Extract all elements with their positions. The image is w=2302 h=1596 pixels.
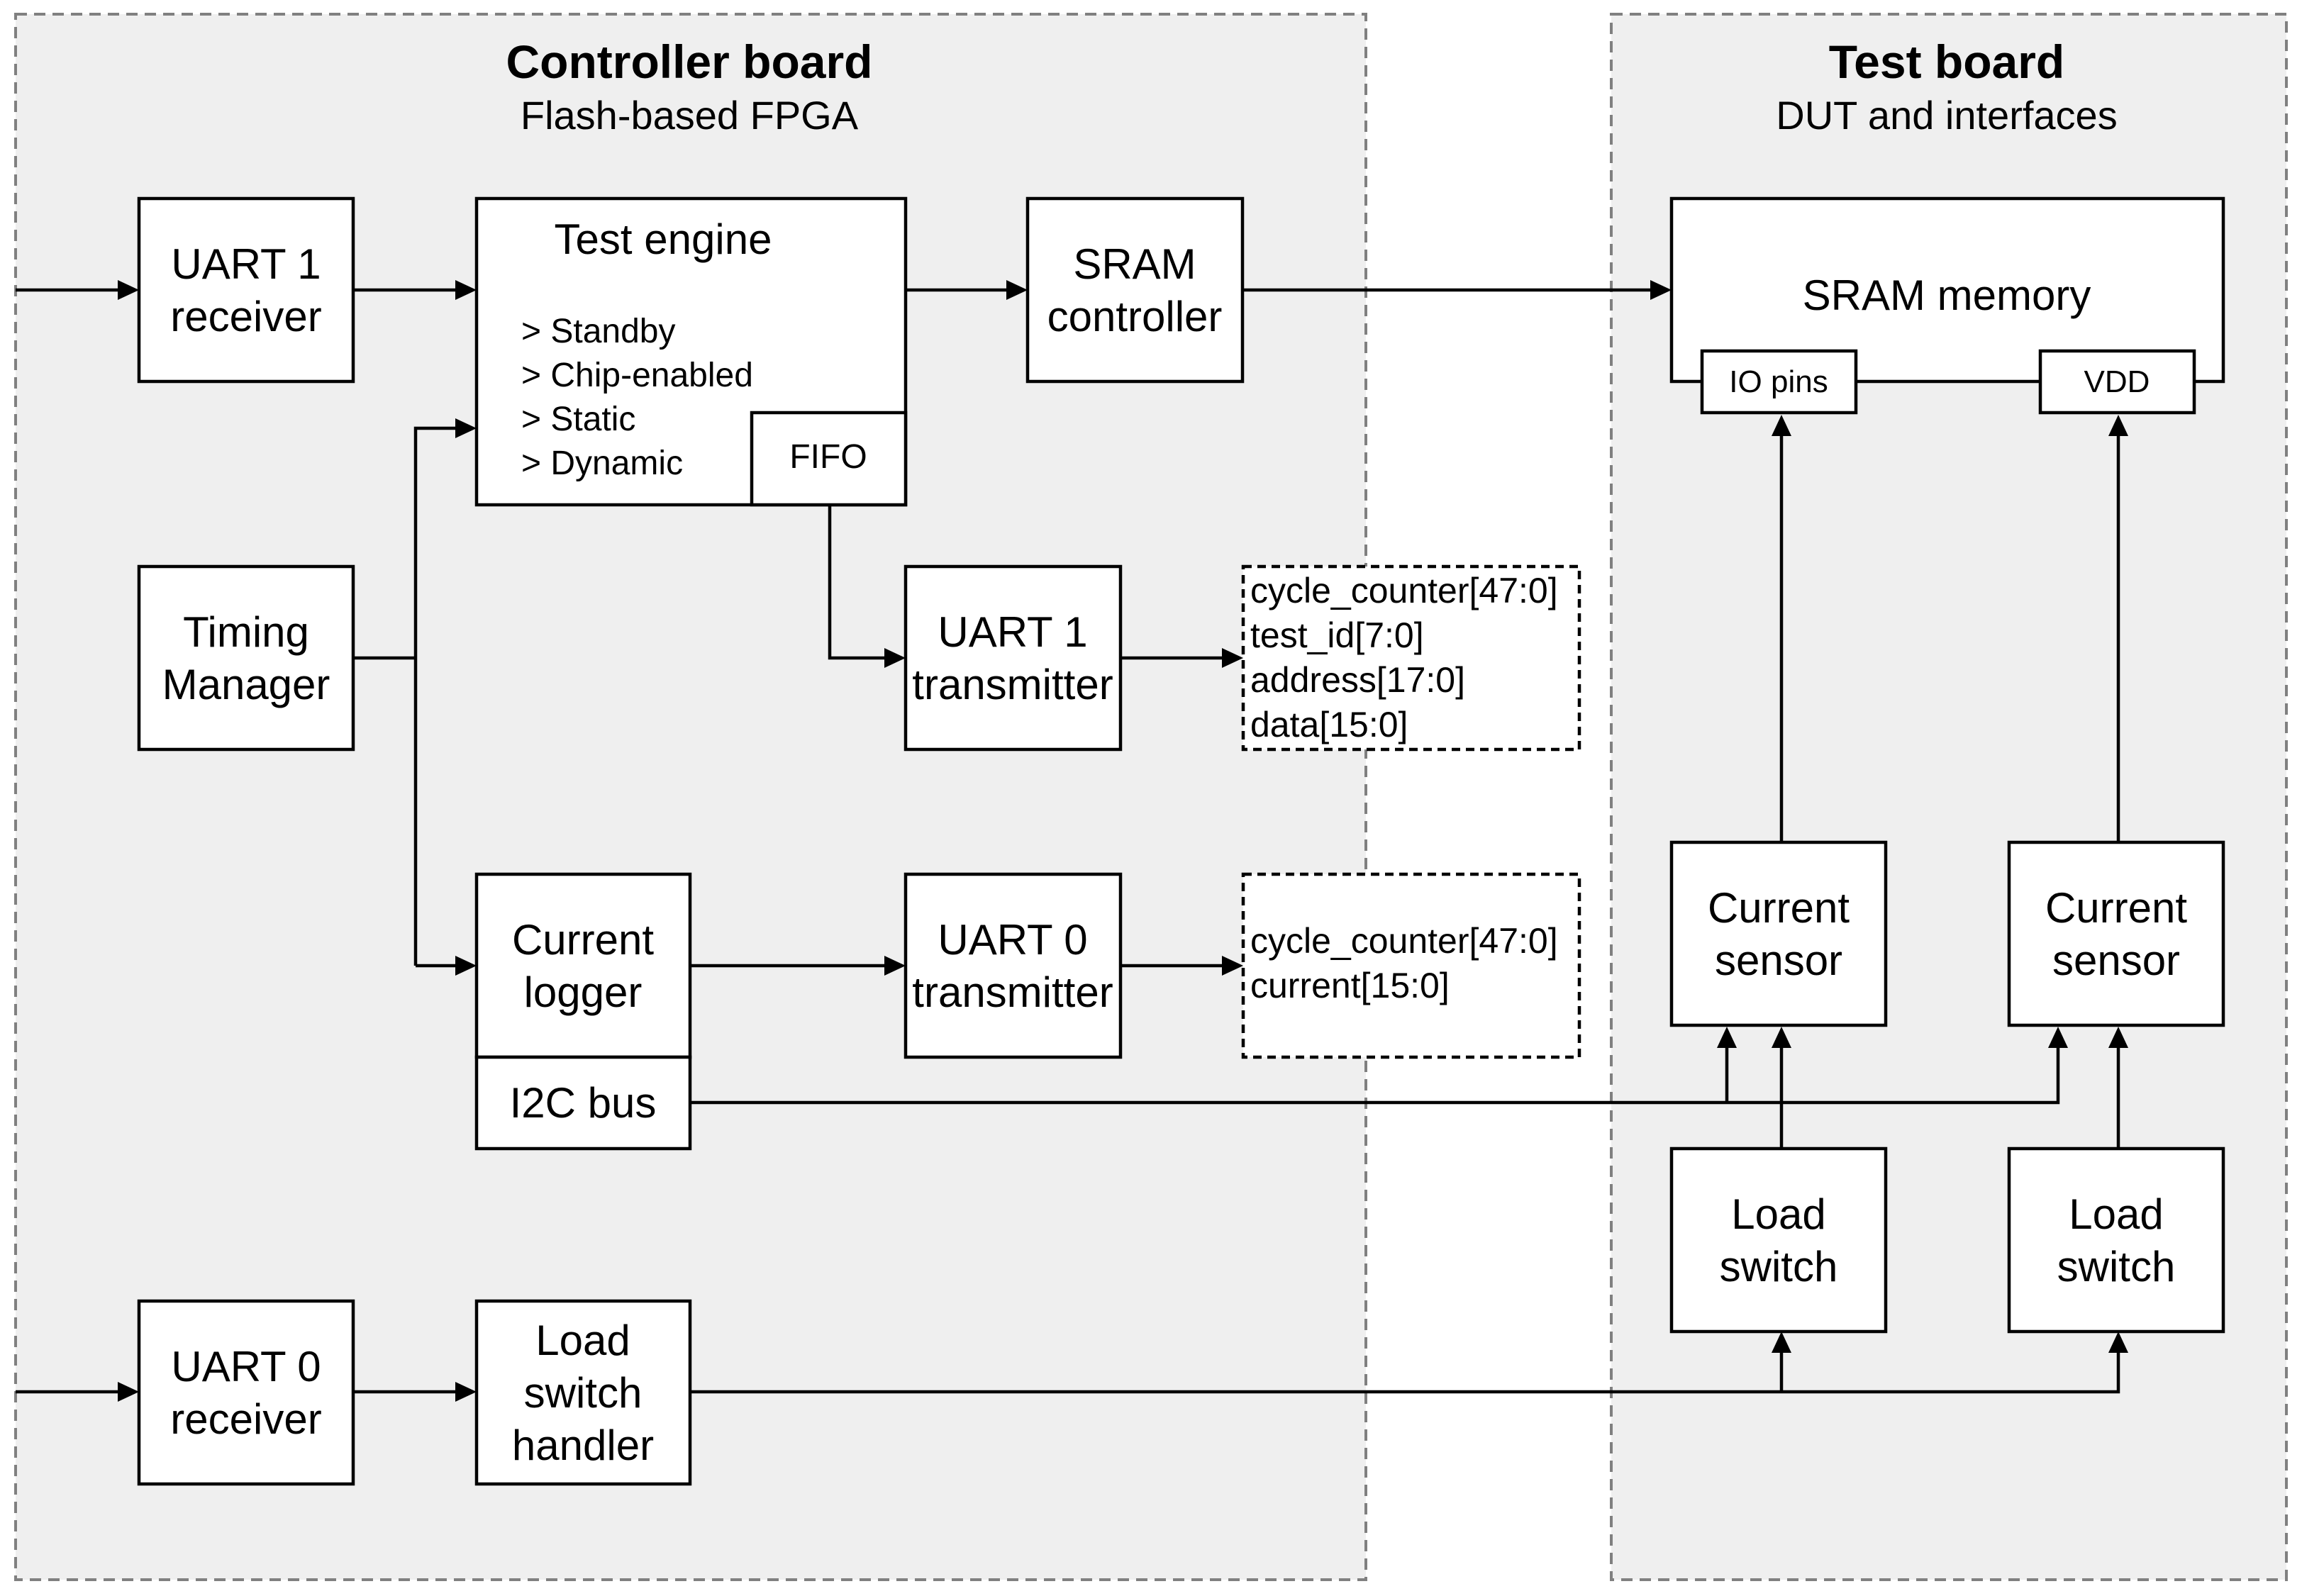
timing-manager-block: Timing Manager bbox=[137, 564, 355, 752]
uart0-output-fields: cycle_counter[47:0] current[15:0] bbox=[1241, 872, 1581, 1059]
current-logger-line1: Current bbox=[512, 916, 654, 964]
test-board-title: Test board bbox=[1829, 35, 2064, 88]
io-pins-label: IO pins bbox=[1729, 364, 1828, 399]
test-engine-mode-standby: > Standby bbox=[521, 313, 676, 350]
uart0-field-current: current[15:0] bbox=[1250, 966, 1450, 1005]
vdd-label: VDD bbox=[2084, 364, 2150, 399]
uart0-receiver-line1: UART 0 bbox=[171, 1343, 321, 1390]
uart1-receiver-line2: receiver bbox=[170, 293, 321, 340]
uart1-transmitter-line1: UART 1 bbox=[938, 608, 1087, 656]
test-engine-mode-chip-enabled: > Chip-enabled bbox=[521, 357, 753, 394]
load-switch-right-line2: switch bbox=[2057, 1243, 2176, 1290]
load-switch-right-line1: Load bbox=[2069, 1190, 2163, 1238]
sram-memory-title: SRAM memory bbox=[1803, 272, 2091, 319]
io-pins-block bbox=[1700, 349, 1858, 415]
current-sensor-left-block: Current sensor bbox=[1669, 840, 1888, 1027]
uart1-field-address: address[17:0] bbox=[1250, 660, 1465, 700]
current-sensor-right-block: Current sensor bbox=[2007, 840, 2225, 1027]
fifo-block bbox=[750, 411, 908, 507]
uart0-transmitter-block: UART 0 transmitter bbox=[903, 872, 1123, 1059]
current-sensor-right-line1: Current bbox=[2045, 884, 2187, 932]
i2c-bus-label: I2C bus bbox=[510, 1079, 657, 1127]
uart1-output-fields: cycle_counter[47:0] test_id[7:0] address… bbox=[1241, 564, 1581, 752]
load-switch-left-line2: switch bbox=[1720, 1243, 1838, 1290]
load-switch-handler-line2: switch bbox=[524, 1369, 643, 1417]
current-logger-line2: logger bbox=[524, 969, 643, 1016]
current-sensor-left-line2: sensor bbox=[1715, 937, 1842, 984]
load-switch-handler-block: Load switch handler bbox=[474, 1299, 692, 1486]
uart0-transmitter-line2: transmitter bbox=[912, 969, 1113, 1016]
test-board-subtitle: DUT and interfaces bbox=[1776, 93, 2117, 138]
timing-manager-line2: Manager bbox=[162, 661, 330, 708]
sram-memory-block: SRAM memory IO pins VDD bbox=[1669, 196, 2225, 415]
load-switch-right-block: Load switch bbox=[2007, 1146, 2225, 1334]
sram-controller-block: SRAM controller bbox=[1025, 196, 1245, 384]
sram-controller-line2: controller bbox=[1047, 293, 1223, 340]
load-switch-left-block: Load switch bbox=[1669, 1146, 1888, 1334]
connections bbox=[16, 280, 2128, 1402]
load-switch-left-line1: Load bbox=[1731, 1190, 1825, 1238]
uart1-field-data: data[15:0] bbox=[1250, 705, 1408, 744]
current-sensor-left-line1: Current bbox=[1708, 884, 1850, 932]
test-engine-title: Test engine bbox=[555, 216, 772, 263]
test-engine-block: Test engine > Standby > Chip-enabled > S… bbox=[474, 196, 908, 507]
test-engine-mode-static: > Static bbox=[521, 401, 635, 438]
uart1-field-test-id: test_id[7:0] bbox=[1250, 615, 1424, 655]
uart0-transmitter-line1: UART 0 bbox=[938, 916, 1087, 964]
uart1-receiver-block: UART 1 receiver bbox=[137, 196, 355, 384]
i2c-bus-block bbox=[474, 1055, 692, 1151]
uart1-field-cycle-counter: cycle_counter[47:0] bbox=[1250, 571, 1558, 610]
sram-controller-line1: SRAM bbox=[1073, 240, 1196, 288]
uart0-receiver-line2: receiver bbox=[170, 1395, 321, 1443]
test-engine-mode-dynamic: > Dynamic bbox=[521, 445, 683, 482]
current-logger-block: Current logger I2C bus bbox=[474, 872, 692, 1151]
fifo-label: FIFO bbox=[789, 438, 867, 476]
vdd-block bbox=[2038, 349, 2196, 415]
controller-board-title: Controller board bbox=[506, 35, 872, 88]
load-switch-handler-line3: handler bbox=[512, 1422, 654, 1469]
uart1-transmitter-line2: transmitter bbox=[912, 661, 1113, 708]
controller-board-subtitle: Flash-based FPGA bbox=[521, 93, 859, 138]
uart0-receiver-block: UART 0 receiver bbox=[137, 1299, 355, 1486]
timing-manager-line1: Timing bbox=[183, 608, 309, 656]
uart1-transmitter-block: UART 1 transmitter bbox=[903, 564, 1123, 752]
uart1-receiver-line1: UART 1 bbox=[171, 240, 321, 288]
load-switch-handler-line1: Load bbox=[535, 1317, 630, 1364]
current-sensor-right-line2: sensor bbox=[2052, 937, 2180, 984]
uart0-field-cycle-counter: cycle_counter[47:0] bbox=[1250, 921, 1558, 961]
